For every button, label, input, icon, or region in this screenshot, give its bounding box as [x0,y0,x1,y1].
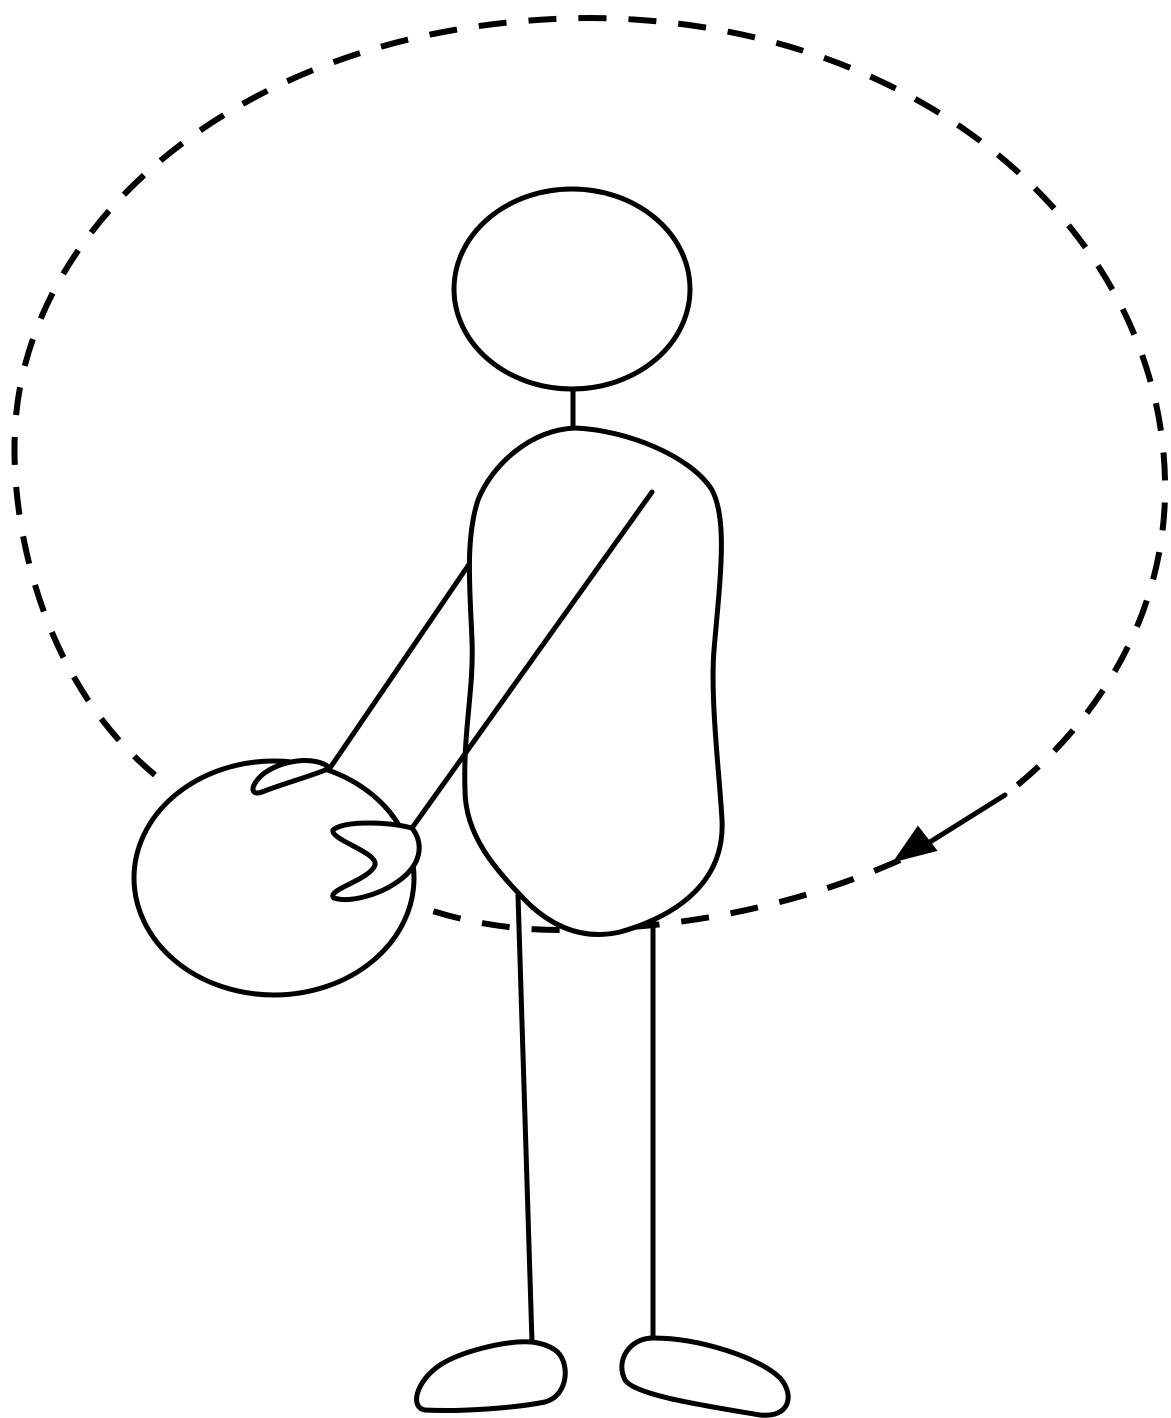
figure-left-leg [518,895,532,1342]
figure-left-foot [417,1342,566,1411]
figure-head [454,189,690,389]
figure-body [465,428,722,934]
arrow-tip-icon [896,828,935,860]
figure-back-arm [330,560,472,768]
arrow-head-icon [930,795,1005,842]
figure-right-foot [622,1338,788,1415]
